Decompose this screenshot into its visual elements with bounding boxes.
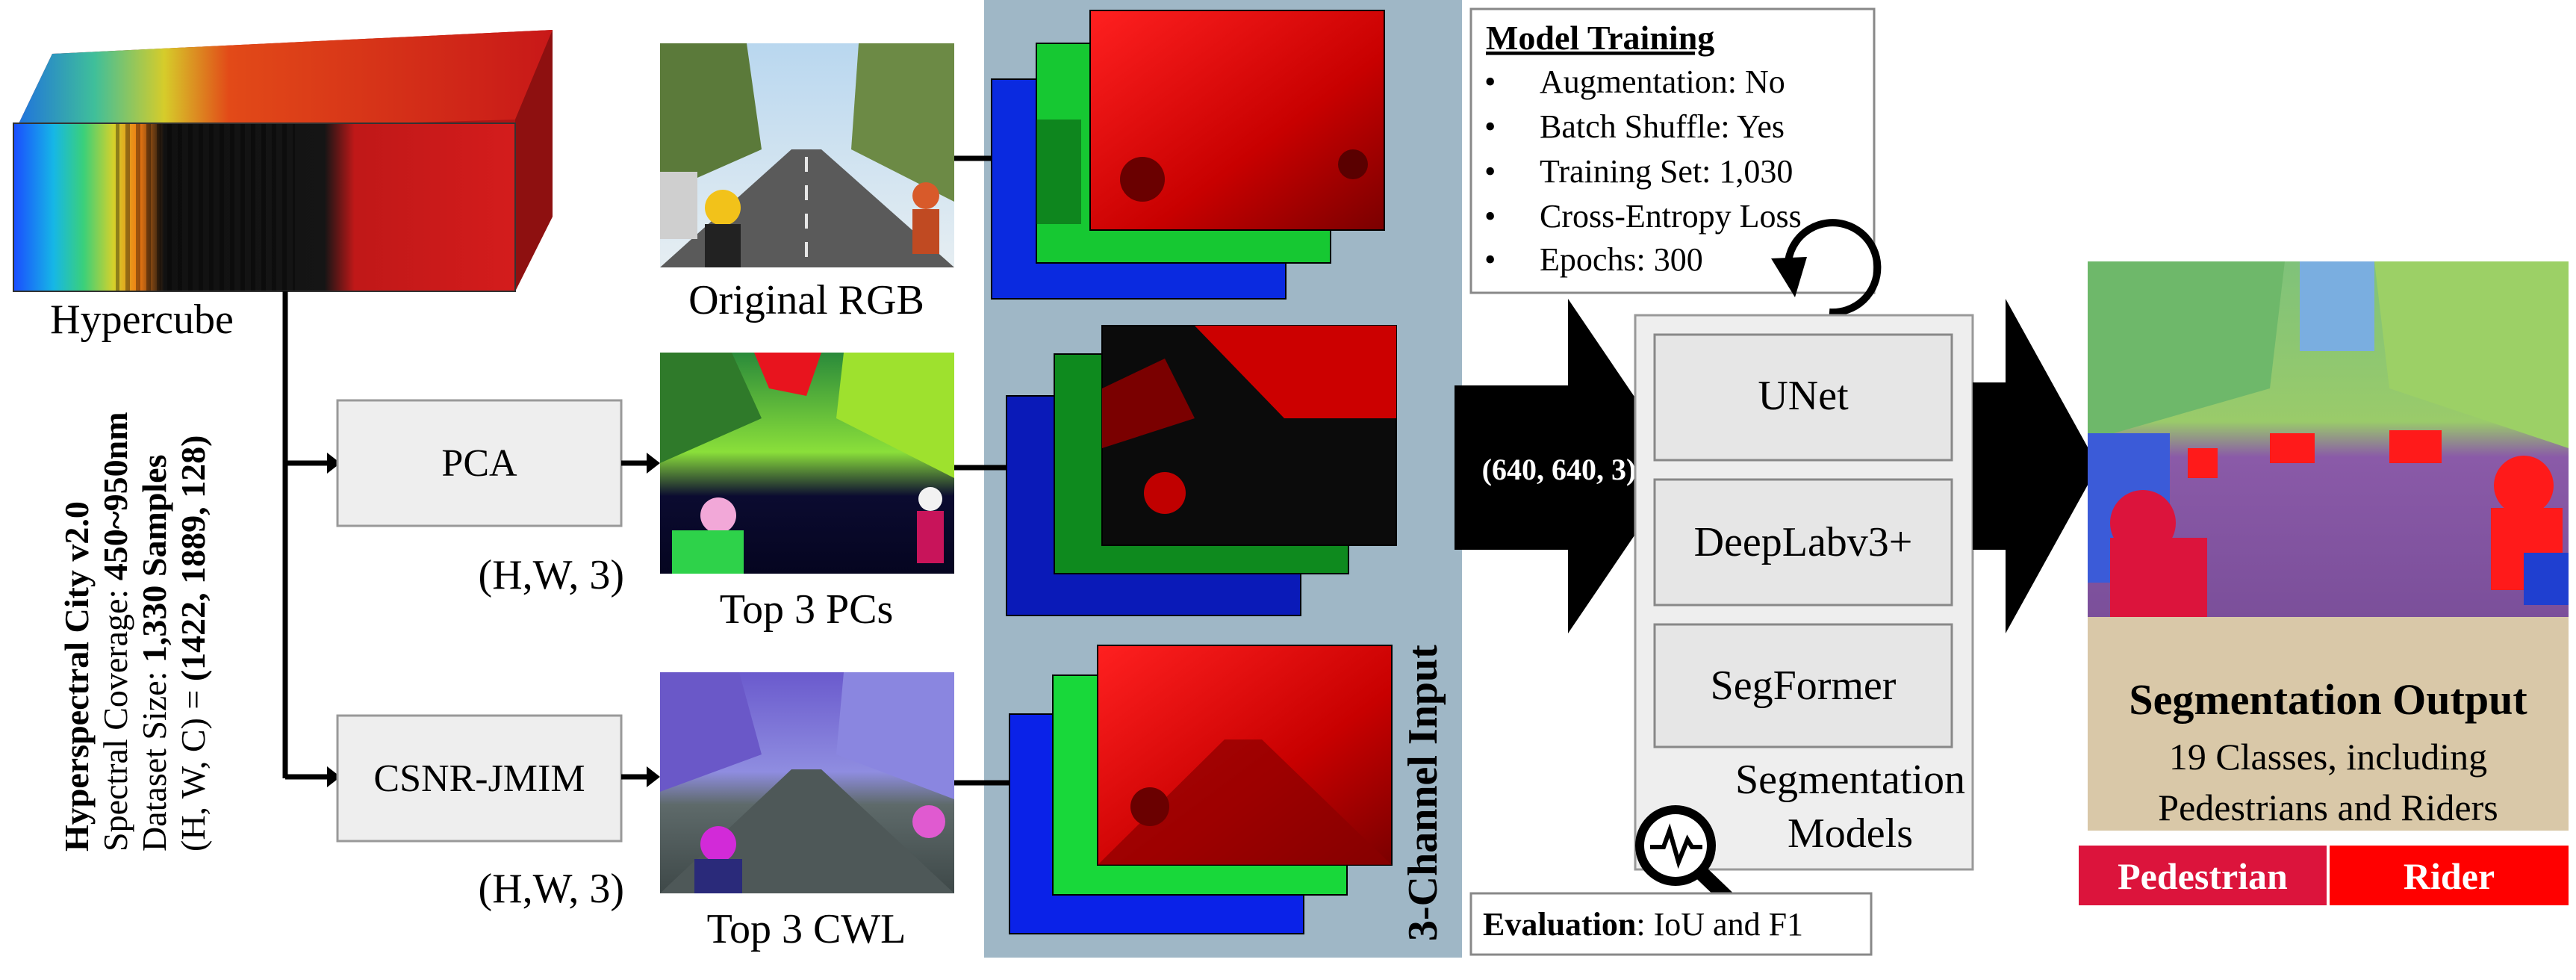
segmentation-output-classes-detail: Pedestrians and Riders bbox=[2158, 787, 2498, 828]
output-arrow bbox=[1973, 299, 2098, 633]
csnr-jmim-box bbox=[336, 714, 623, 843]
legend-pedestrian-label: Pedestrian bbox=[2118, 855, 2288, 897]
channel-stack-pca bbox=[1006, 325, 1397, 616]
arrowhead-csnr bbox=[327, 766, 340, 787]
training-item: Augmentation: No bbox=[1540, 63, 1785, 100]
pca-label: PCA bbox=[441, 442, 517, 485]
branch-connectors bbox=[282, 291, 329, 780]
model-segformer-label: SegFormer bbox=[1711, 663, 1897, 709]
dataset-name: Hyperspectral City v2.0 bbox=[57, 501, 96, 852]
segmentation-models-caption-2: Models bbox=[1788, 810, 1913, 857]
tensor-shape-label: (640, 640, 3) bbox=[1482, 453, 1637, 486]
evaluation-magnifier-icon bbox=[1635, 805, 1747, 917]
three-channel-label: 3-Channel Input bbox=[1400, 645, 1446, 941]
training-item: Cross-Entropy Loss bbox=[1540, 198, 1802, 235]
cwl-image bbox=[660, 672, 954, 893]
csnr-jmim-label: CSNR-JMIM bbox=[373, 757, 585, 800]
pca-image-caption: Top 3 PCs bbox=[720, 586, 894, 633]
training-bullet: • bbox=[1484, 241, 1496, 278]
spectral-coverage: Spectral Coverage: 450~950nm bbox=[96, 412, 134, 852]
model-training-box bbox=[1469, 7, 1876, 294]
arrowhead-csnr-out bbox=[647, 766, 660, 787]
segmentation-models-caption-1: Segmentation bbox=[1735, 757, 1965, 803]
training-loop-icon bbox=[1771, 219, 1882, 317]
pca-box bbox=[336, 399, 623, 527]
training-item: Batch Shuffle: Yes bbox=[1540, 108, 1785, 145]
model-unet-label: UNet bbox=[1758, 373, 1849, 419]
legend-pedestrian-swatch bbox=[2079, 846, 2327, 905]
legend-rider-label: Rider bbox=[2404, 855, 2495, 897]
pca-shape: (H,W, 3) bbox=[479, 552, 624, 598]
training-bullet: • bbox=[1484, 153, 1496, 190]
channel-stack-cwl bbox=[1009, 645, 1393, 934]
hypercube-graphic bbox=[13, 30, 553, 292]
model-training-title: Model Training bbox=[1486, 19, 1714, 57]
training-item: Epochs: 300 bbox=[1540, 241, 1703, 278]
model-deeplabv3-label: DeepLabv3+ bbox=[1694, 519, 1913, 565]
cwl-image-caption: Top 3 CWL bbox=[707, 906, 906, 952]
hypercube-label: Hypercube bbox=[50, 297, 234, 343]
dataset-shape: (H, W, C) = (1422, 1889, 128) bbox=[174, 435, 212, 852]
evaluation-text: Evaluation: IoU and F1 bbox=[1483, 906, 1803, 943]
segmentation-output-title: Segmentation Output bbox=[2129, 675, 2527, 724]
training-settings-list: • Augmentation: No • Batch Shuffle: Yes … bbox=[1484, 63, 1802, 278]
dataset-info: Hyperspectral City v2.0 Spectral Coverag… bbox=[57, 412, 212, 852]
channel-stack-rgb bbox=[991, 10, 1385, 300]
legend-rider-swatch bbox=[2330, 846, 2569, 905]
training-item: Training Set: 1,030 bbox=[1540, 153, 1793, 190]
model-unet-box bbox=[1653, 333, 1953, 462]
training-bullet: • bbox=[1484, 198, 1496, 235]
model-segformer-box bbox=[1653, 623, 1953, 748]
segmentation-output-image bbox=[2088, 261, 2569, 617]
csnr-jmim-shape: (H,W, 3) bbox=[479, 866, 624, 912]
tensor-arrow bbox=[1455, 299, 1681, 633]
training-bullet: • bbox=[1484, 63, 1496, 100]
pca-image bbox=[660, 353, 954, 574]
original-rgb-image bbox=[660, 43, 954, 267]
model-deeplabv3-box bbox=[1653, 478, 1953, 607]
segmentation-output-classes: 19 Classes, including bbox=[2169, 736, 2487, 778]
evaluation-box bbox=[1469, 892, 1873, 956]
training-bullet: • bbox=[1484, 108, 1496, 145]
arrowhead-pca bbox=[327, 453, 340, 474]
dataset-size: Dataset Size: 1,330 Samples bbox=[135, 454, 173, 852]
original-rgb-caption: Original RGB bbox=[688, 277, 924, 323]
arrowhead-pca-out bbox=[647, 453, 660, 474]
